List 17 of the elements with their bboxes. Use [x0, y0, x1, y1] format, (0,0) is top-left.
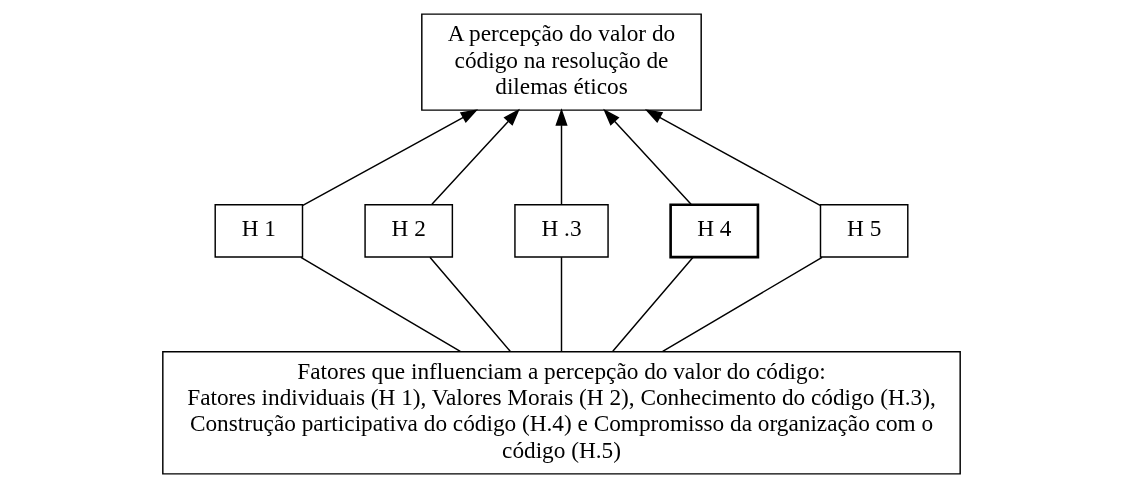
connector: [300, 256, 462, 353]
arrow: [603, 108, 692, 205]
arrow: [555, 108, 568, 205]
arrow: [431, 108, 520, 205]
connector: [661, 256, 823, 353]
connector: [429, 256, 511, 352]
node-box: H 2: [364, 204, 454, 258]
node-box: A percepção do valor do código na resolução de dilemas éticos: [421, 13, 702, 111]
node-box: H 1: [214, 204, 304, 258]
node-box: H .3: [514, 204, 609, 258]
connector: [612, 256, 694, 352]
connector: [560, 256, 563, 352]
arrow: [644, 109, 821, 207]
node-box: Fatores que influenciam a percepção do valor do código: Fatores individuais (H 1), Valores Morais (H 2), Conhecimento do código (H.3), Construção participativa do código (H.4) e Compromisso da organização com o código (H.5): [162, 350, 961, 475]
node-box: H 4: [669, 203, 760, 259]
node-box: H 5: [819, 204, 909, 258]
arrow: [302, 109, 479, 207]
